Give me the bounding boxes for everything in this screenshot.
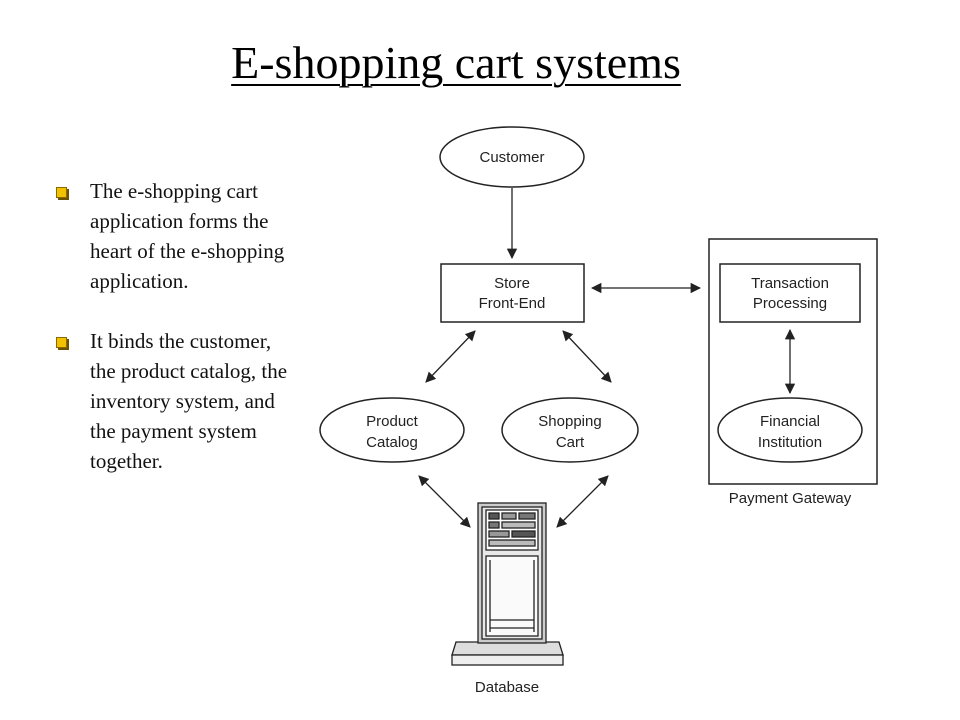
financial-institution-label-line1: Financial: [760, 413, 820, 430]
square-bullet-icon: [56, 337, 67, 348]
arrow-catalog-database: [418, 475, 471, 528]
bullet-text: It binds the customer, the product catal…: [90, 329, 288, 473]
financial-institution-ellipse: [717, 397, 863, 463]
transaction-processing-label-line1: Transaction: [751, 275, 829, 292]
bullet-item: The e-shopping cart application forms th…: [50, 176, 300, 296]
customer-node: Customer: [439, 126, 585, 188]
financial-institution-label-line2: Institution: [758, 434, 822, 451]
shopping-cart-ellipse: [501, 397, 639, 463]
product-catalog-ellipse: [319, 397, 465, 463]
arrow-cart-database: [556, 475, 609, 528]
store-front-end-box: [440, 263, 585, 323]
square-bullet-icon: [56, 187, 67, 198]
transaction-processing-label-line2: Processing: [753, 295, 827, 312]
product-catalog-label-line2: Catalog: [366, 434, 418, 451]
slide-title: E-shopping cart systems: [231, 37, 681, 88]
arrow-store-cart: [562, 330, 612, 383]
customer-ellipse: [439, 126, 585, 188]
financial-institution-node: Financial Institution: [717, 397, 863, 463]
product-catalog-label-line1: Product: [366, 413, 419, 430]
database-label: Database: [475, 679, 539, 696]
store-front-end-node: Store Front-End: [440, 263, 585, 323]
arrow-store-catalog: [425, 330, 476, 383]
bullet-item: It binds the customer, the product catal…: [50, 326, 300, 476]
bullet-list: The e-shopping cart application forms th…: [50, 176, 300, 506]
product-catalog-node: Product Catalog: [319, 397, 465, 463]
store-front-end-label-line2: Front-End: [479, 295, 546, 312]
store-front-end-label-line1: Store: [494, 275, 530, 292]
transaction-processing-node: Transaction Processing: [719, 263, 861, 323]
database-server-icon: [451, 502, 564, 666]
shopping-cart-label-line2: Cart: [556, 434, 585, 451]
shopping-cart-label-line1: Shopping: [538, 413, 601, 430]
payment-gateway-label: Payment Gateway: [729, 490, 852, 507]
shopping-cart-node: Shopping Cart: [501, 397, 639, 463]
customer-label: Customer: [479, 149, 544, 166]
bullet-text: The e-shopping cart application forms th…: [90, 179, 285, 293]
transaction-processing-box: [719, 263, 861, 323]
payment-gateway-group: Payment Gateway Transaction Processing F…: [708, 238, 878, 507]
